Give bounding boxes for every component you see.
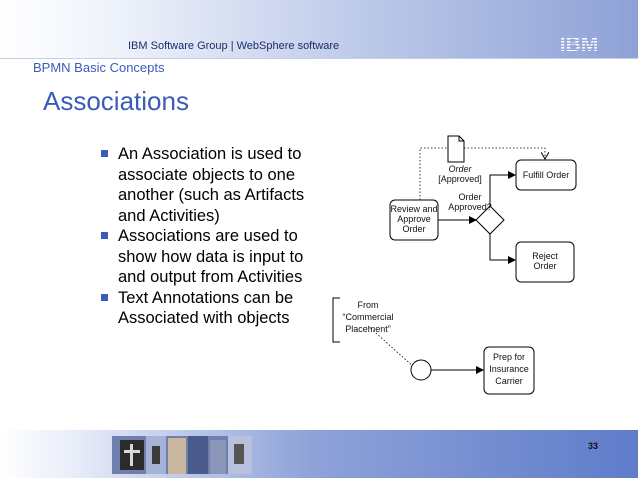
bpmn-diagram: Order [Approved] Review and Approve Orde… [320,128,620,403]
group-label: IBM Software Group | WebSphere software [128,40,339,52]
bullet-text: An Association is used to associate obje… [118,145,304,225]
bullet-list: An Association is used to associate obje… [100,144,330,329]
bullet-text: Associations are used to show how data i… [118,227,303,286]
review-task-line: Review and [390,204,437,214]
footer-photo-strip [112,436,252,474]
start-event-icon [411,360,431,380]
gateway-label-line: Approved? [448,202,492,212]
reject-task-line: Reject [532,251,558,261]
association-line [464,148,545,159]
text-annotation-bracket [333,298,340,342]
prep-task-line: Carrier [495,376,523,386]
slide-title: Associations [43,86,189,117]
reject-task-line: Order [533,261,556,271]
bullet-square-icon [101,294,108,301]
artifact-name: Order [448,164,472,174]
header-divider [0,58,638,59]
bullet-square-icon [101,150,108,157]
ibm-logo: IBM [556,32,602,54]
bullet-item: Associations are used to show how data i… [100,226,330,288]
prep-task-line: Insurance [489,364,529,374]
document-artifact-icon [448,136,464,162]
annotation-line: Placement” [345,324,391,334]
gateway-label-line: Order [458,192,481,202]
review-task-line: Order [402,224,425,234]
page-number: 33 [588,441,598,451]
sequence-flow [490,175,515,206]
bullet-item: Text Annotations can be Associated with … [100,288,330,329]
bullet-text: Text Annotations can be Associated with … [118,289,293,328]
section-label: BPMN Basic Concepts [33,60,165,75]
bullet-item: An Association is used to associate obje… [100,144,330,226]
artifact-state: [Approved] [438,174,482,184]
footer-band [0,430,638,478]
ibm-logo-lettering: IBM [560,33,599,54]
fulfill-task-label: Fulfill Order [523,170,570,180]
bullet-square-icon [101,232,108,239]
annotation-line: From [358,300,379,310]
prep-task-line: Prep for [493,352,525,362]
review-task-line: Approve [397,214,431,224]
sequence-flow [490,234,515,260]
annotation-line: “Commercial [342,312,393,322]
